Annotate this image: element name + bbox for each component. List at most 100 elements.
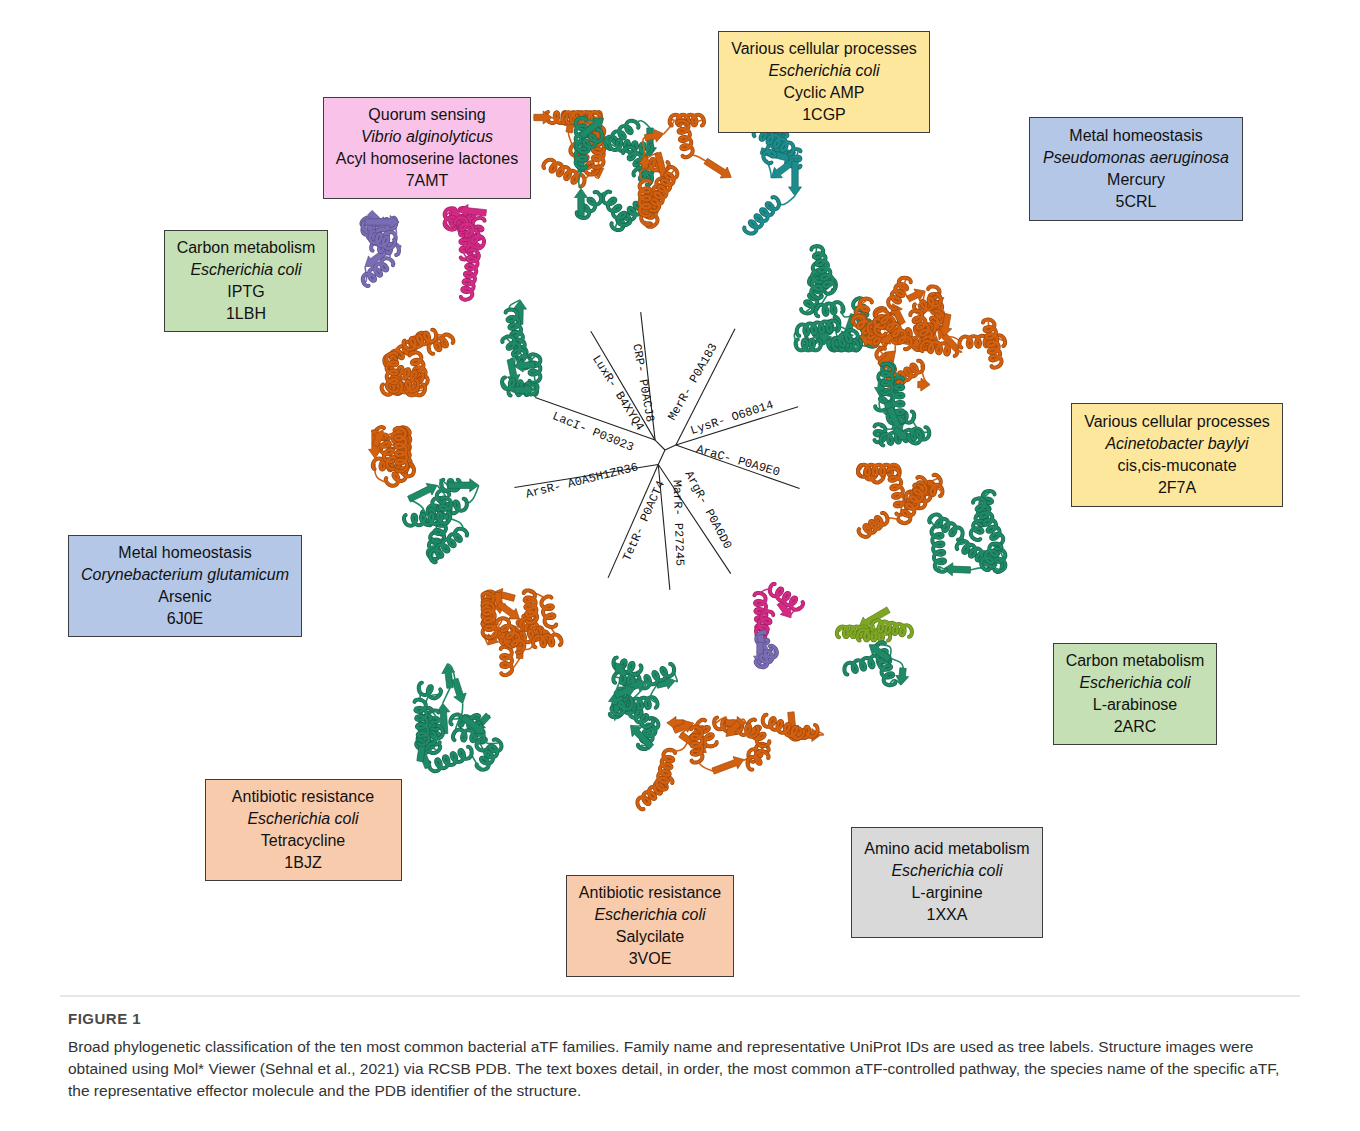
helix [370,231,395,248]
box-text: Vibrio alginolyticus [361,126,493,148]
beta-strand [497,601,520,619]
helix-outline [973,498,1003,546]
helix [744,197,779,233]
helix [541,596,556,627]
helix-outline [541,596,556,627]
protein-structure [858,464,1005,575]
helix-outline [404,330,437,350]
helix [419,683,441,699]
beta-strand [789,161,802,195]
helix-outline [524,590,537,622]
helix [429,335,454,354]
protein-structure [361,204,540,396]
beta-strand [712,757,744,775]
coil-loop [568,132,573,147]
helix-outline [908,427,929,443]
helix-outline [756,646,777,667]
helix [871,620,912,636]
tree-label: MarR- P27245 [669,479,686,566]
helix-outline [763,715,804,739]
info-box: Carbon metabolismEscherichia coliIPTG1LB… [164,230,329,332]
coil-loop [507,658,520,673]
helix [876,310,912,349]
helix-outline [404,512,450,525]
helix-outline [415,700,429,745]
box-text: Acyl homoserine lactones [336,148,518,170]
helix [640,180,651,216]
beta-strand [408,483,438,502]
helix-outline [811,246,835,294]
tree-label: ArsR- A0A5H1ZR36 [525,460,640,501]
helix [859,513,888,537]
box-text: 2ARC [1114,716,1157,738]
helix [796,340,821,351]
box-text: 5CRL [1116,191,1157,213]
helix-outline [981,543,1001,570]
tree-label: TetR- P0ACT4 [620,479,668,564]
protein-structure [754,584,912,742]
box-text: Cyclic AMP [784,82,865,104]
coil-loop [375,446,379,459]
protein-structure [369,427,479,562]
beta-strand [514,359,535,372]
figure-caption: Broad phylogenetic classification of the… [68,1036,1298,1102]
helix-outline [430,529,467,562]
box-text: Tetracycline [261,830,345,852]
helix-outline [770,584,803,610]
structures [361,111,1005,809]
info-box: Metal homeostasisCorynebacterium glutami… [68,535,302,637]
helix-outline [691,727,702,762]
beta-strand [534,111,552,124]
beta-strand [442,664,455,689]
helix [888,278,911,309]
beta-strand [458,204,486,217]
tree-branch [665,445,676,450]
helix [404,512,450,525]
helix-outline [455,217,484,248]
box-text: 3VOE [629,948,672,970]
helix [415,700,429,745]
box-text: Antibiotic resistance [232,786,374,808]
coil-loop [892,304,895,306]
helix-outline [394,428,407,471]
box-text: Carbon metabolism [177,237,316,259]
helix-outline [640,180,651,216]
tree-label: ArgR- P0A6D0 [682,468,735,551]
helix [461,250,479,300]
box-text: Mercury [1107,169,1165,191]
helix-outline [363,258,394,286]
beta-strand [704,158,731,178]
box-text: 1XXA [927,904,968,926]
beta-strand [939,314,952,337]
box-text: Carbon metabolism [1066,650,1205,672]
beta-strand [918,378,930,391]
beta-strand [615,663,627,678]
helix [973,498,1003,546]
helix [477,739,502,769]
helix-outline [898,482,926,523]
helix [524,590,537,622]
box-text: Various cellular processes [1084,411,1270,433]
protein-structure [794,246,944,351]
helix [981,543,1001,570]
helix-outline [888,278,911,309]
helix-outline [796,340,821,351]
helix-outline [881,363,893,393]
box-text: Metal homeostasis [1069,125,1202,147]
info-box: Quorum sensingVibrio alginolyticusAcyl h… [323,97,531,199]
helix [797,321,839,336]
helix-outline [611,697,632,715]
box-text: 6J0E [167,608,203,630]
helix-outline [419,683,441,699]
tree-label: MerR- P0A183 [665,341,720,423]
caption-rule [60,996,1300,997]
box-text: Quorum sensing [368,104,485,126]
helix-outline [816,302,844,316]
coil-loop [635,121,650,128]
helix-outline [833,330,858,350]
box-text: IPTG [227,281,264,303]
helix [455,217,484,248]
helix [611,697,632,715]
helix [430,529,467,562]
